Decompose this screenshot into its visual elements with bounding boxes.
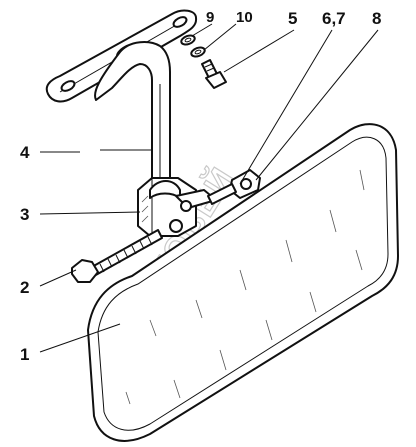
label-8: 8	[372, 9, 381, 28]
screw-5	[201, 59, 227, 89]
washer-10	[190, 46, 206, 58]
label-2: 2	[20, 278, 29, 297]
mirror-hinge	[207, 169, 261, 205]
label-1: 1	[20, 345, 29, 364]
label-10: 10	[236, 9, 253, 26]
mirror-frame	[87, 123, 399, 442]
long-bolt	[71, 229, 163, 283]
mirror-stem	[94, 41, 171, 187]
washer-9	[180, 34, 196, 46]
label-4: 4	[20, 143, 30, 162]
label-6-7: 6,7	[322, 9, 346, 28]
leader-lines	[39, 23, 379, 353]
glass-shading	[125, 169, 365, 405]
label-3: 3	[20, 205, 29, 224]
label-9: 9	[206, 9, 214, 26]
label-5: 5	[288, 9, 297, 28]
